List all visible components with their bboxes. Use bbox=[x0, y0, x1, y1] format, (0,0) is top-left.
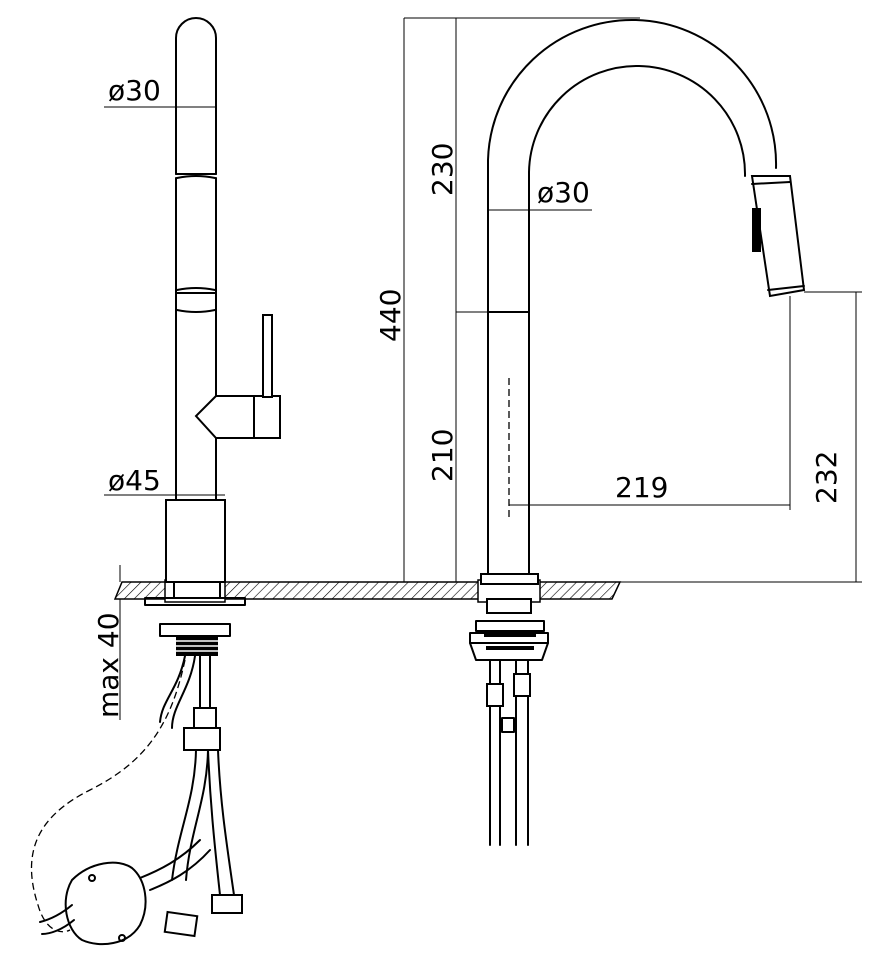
front-view-faucet bbox=[469, 19, 806, 846]
spout-diameter-label: ø30 bbox=[537, 176, 590, 209]
total-height-label: 440 bbox=[374, 289, 407, 342]
side-top-diameter-label: ø30 bbox=[108, 74, 161, 107]
reach-label: 219 bbox=[615, 471, 668, 504]
lower-height-label: 210 bbox=[426, 429, 459, 482]
max-deck-thickness-label: max 40 bbox=[92, 612, 125, 718]
front-view-dimensions bbox=[403, 17, 862, 583]
outlet-height-label: 232 bbox=[810, 451, 843, 504]
side-base-diameter-label: ø45 bbox=[108, 464, 161, 497]
side-view-faucet bbox=[30, 17, 281, 946]
side-view-dimensions bbox=[104, 106, 225, 720]
upper-height-label: 230 bbox=[426, 143, 459, 196]
